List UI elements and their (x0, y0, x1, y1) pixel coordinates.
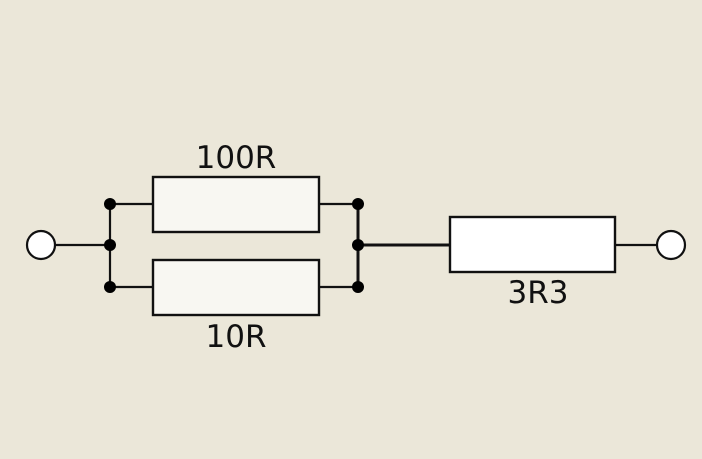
resistor-series (448, 215, 617, 274)
left-terminal (25, 229, 57, 261)
junction-node (352, 281, 364, 293)
resistor-lower-label: 10R (206, 319, 267, 355)
junction-node (104, 198, 116, 210)
resistor-series-label: 3R3 (508, 275, 569, 311)
junction-node (352, 239, 364, 251)
junction-node (352, 198, 364, 210)
resistor-lower (151, 258, 321, 317)
right-terminal (655, 229, 687, 261)
junction-node (104, 281, 116, 293)
junction-node (104, 239, 116, 251)
resistor-upper-label: 100R (196, 140, 277, 176)
resistor-upper (151, 175, 321, 234)
